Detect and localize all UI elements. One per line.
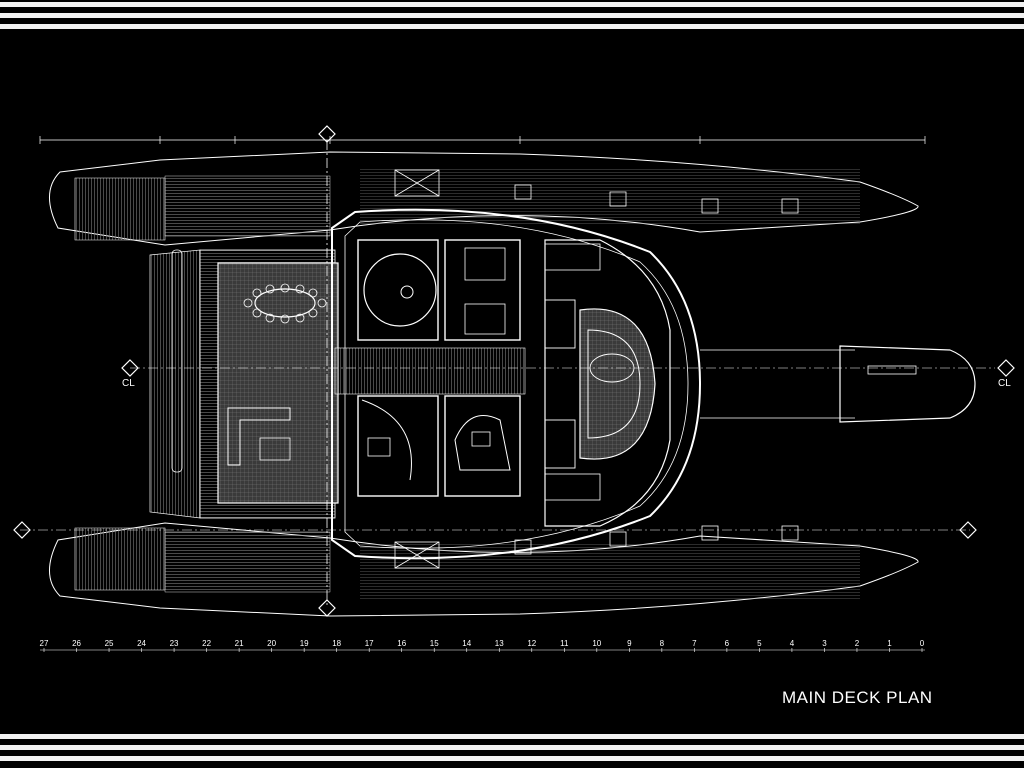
frame-label: 8 bbox=[660, 639, 665, 648]
frame-label: 21 bbox=[235, 639, 244, 648]
frame-label: 6 bbox=[725, 639, 730, 648]
forward-lounge bbox=[579, 308, 656, 460]
frame-label: 13 bbox=[495, 639, 504, 648]
frame-label: 12 bbox=[527, 639, 536, 648]
frame-label: 10 bbox=[592, 639, 601, 648]
salon-sofa bbox=[227, 407, 291, 466]
dining-table bbox=[254, 288, 316, 318]
frame-label: 17 bbox=[365, 639, 374, 648]
stbd-fwd-cabin bbox=[444, 395, 521, 497]
frame-label: 26 bbox=[72, 639, 81, 648]
cl-label-aft: CL bbox=[122, 378, 135, 389]
frame-label: 23 bbox=[170, 639, 179, 648]
central-corridor bbox=[334, 347, 526, 395]
frame-label: 5 bbox=[757, 639, 762, 648]
section-marker-bottom-icon bbox=[318, 599, 336, 617]
frame-label: 16 bbox=[397, 639, 406, 648]
aft-transom bbox=[149, 249, 201, 519]
cl-label-fwd: CL bbox=[998, 378, 1011, 389]
frame-label: 18 bbox=[332, 639, 341, 648]
frame-label: 4 bbox=[790, 639, 795, 648]
cl-marker-aft-icon bbox=[121, 359, 139, 377]
bottom-stripe-band bbox=[0, 732, 1024, 766]
stbd-aft-cabin bbox=[357, 395, 439, 497]
cl-marker-fwd-icon bbox=[997, 359, 1015, 377]
stbd-head bbox=[544, 419, 576, 469]
hull-marker-aft-icon bbox=[13, 521, 31, 539]
frame-label: 7 bbox=[692, 639, 697, 648]
port-fwd-cabin bbox=[444, 239, 521, 341]
frame-label: 25 bbox=[105, 639, 114, 648]
frame-label: 11 bbox=[560, 639, 569, 648]
frame-label: 0 bbox=[920, 639, 925, 648]
frame-label: 27 bbox=[40, 639, 49, 648]
frame-label: 3 bbox=[822, 639, 827, 648]
top-stripe-band bbox=[0, 0, 1024, 34]
forward-suite bbox=[544, 239, 671, 527]
frame-label: 20 bbox=[267, 639, 276, 648]
bow-nacelle bbox=[839, 345, 976, 423]
frame-label: 9 bbox=[627, 639, 632, 648]
salon-area bbox=[217, 262, 339, 504]
frame-label: 15 bbox=[430, 639, 439, 648]
frame-label: 19 bbox=[300, 639, 309, 648]
drawing-title: MAIN DECK PLAN bbox=[782, 688, 933, 707]
hull-marker-fwd-icon bbox=[959, 521, 977, 539]
section-marker-top-icon bbox=[318, 125, 336, 143]
port-head bbox=[544, 299, 576, 349]
port-aft-cabin bbox=[357, 239, 439, 341]
superstructure-outline bbox=[331, 208, 702, 560]
frame-label: 2 bbox=[855, 639, 860, 648]
frame-label: 14 bbox=[462, 639, 471, 648]
frame-label: 24 bbox=[137, 639, 146, 648]
frame-label: 22 bbox=[202, 639, 211, 648]
frame-label: 1 bbox=[887, 639, 892, 648]
